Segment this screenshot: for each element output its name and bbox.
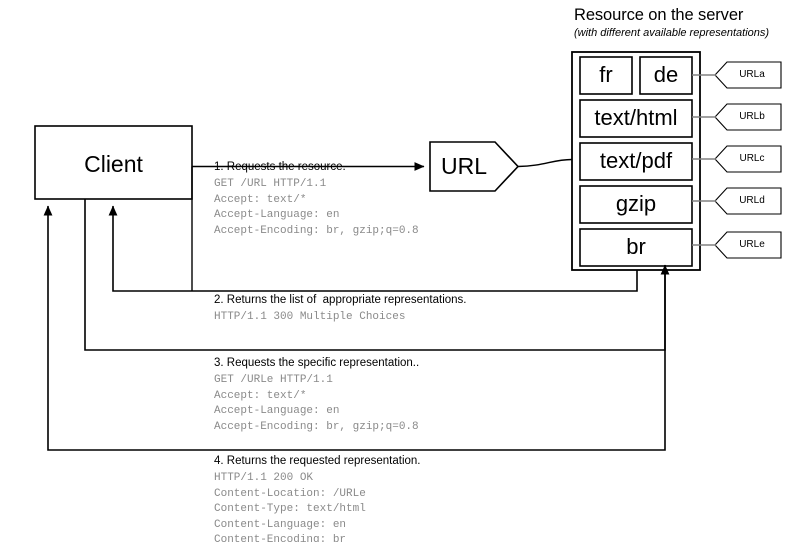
rep-label-fr: fr xyxy=(599,62,613,87)
step-1-body: GET /URL HTTP/1.1 Accept: text/* Accept-… xyxy=(214,178,419,237)
step-4-title: 4. Returns the requested representation. xyxy=(214,455,421,467)
urltag-shape-urlc xyxy=(714,145,782,173)
step-3-title: 3. Requests the specific representation.… xyxy=(214,357,420,369)
rep-box-text-html xyxy=(579,99,693,138)
urltag-shape-urld xyxy=(714,187,782,215)
rep-box-br xyxy=(579,228,693,267)
rep-label-gzip: gzip xyxy=(615,191,657,216)
rep-box-gzip xyxy=(579,185,693,224)
flow-2-returns-list xyxy=(108,205,638,292)
resource-header-subtitle: (with different available representation… xyxy=(574,27,770,39)
urltag-label-urlc: URLc xyxy=(739,153,765,164)
step-3-body: GET /URLe HTTP/1.1 Accept: text/* Accept… xyxy=(214,374,419,433)
rep-box-fr xyxy=(579,56,633,95)
urltag-label-urld: URLd xyxy=(739,195,765,206)
urltag-shape-urle xyxy=(714,231,782,259)
urltag-shape-urla xyxy=(714,61,782,89)
resource-header-title: Resource on the server xyxy=(574,6,744,24)
rep-label-br: br xyxy=(626,234,646,259)
step-2-title: 2. Returns the list of appropriate repre… xyxy=(214,294,467,306)
rep-label-de: de xyxy=(653,62,679,87)
rep-label-text-pdf: text/pdf xyxy=(599,148,673,173)
urltag-shape-urlb xyxy=(714,103,782,131)
connector-url-to-resource xyxy=(517,158,573,168)
step-4-body: HTTP/1.1 200 OK Content-Location: /URLe … xyxy=(214,472,366,542)
step-1-title: 1. Requests the resource. xyxy=(214,161,346,173)
client-box xyxy=(34,125,193,200)
urltag-label-urla: URLa xyxy=(739,69,765,80)
flow-4-returns-requested xyxy=(43,205,666,451)
rep-box-de xyxy=(639,56,693,95)
rep-box-text-pdf xyxy=(579,142,693,181)
client-node-label: Client xyxy=(84,151,143,177)
url-node-label: URL xyxy=(440,153,487,179)
rep-label-text-html: text/html xyxy=(594,105,678,130)
url-node-shape xyxy=(429,141,520,192)
urltag-label-urlb: URLb xyxy=(739,111,765,122)
urltag-label-urle: URLe xyxy=(739,239,765,250)
step-2-body: HTTP/1.1 300 Multiple Choices xyxy=(214,311,406,323)
